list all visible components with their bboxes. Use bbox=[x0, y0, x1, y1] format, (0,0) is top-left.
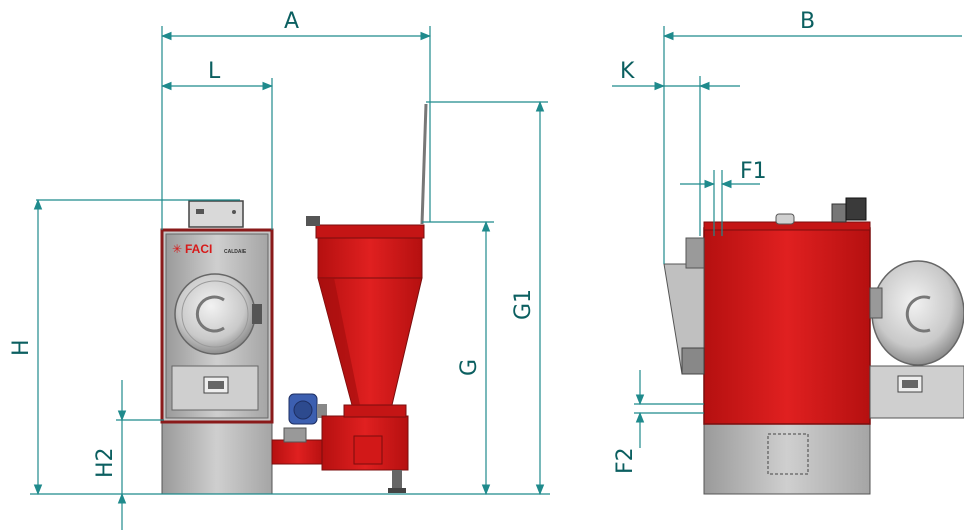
label-a: A bbox=[284, 9, 299, 34]
label-h: H bbox=[9, 339, 34, 356]
logo-text: FACI bbox=[185, 242, 212, 256]
feed-pipe bbox=[271, 439, 325, 465]
fuel-hopper bbox=[306, 103, 428, 406]
label-f2: F2 bbox=[613, 447, 638, 474]
label-b: B bbox=[800, 9, 815, 34]
label-l: L bbox=[208, 59, 221, 84]
label-g: G bbox=[457, 359, 482, 376]
brand-logo: ✳ FACI CALDAIE bbox=[172, 242, 247, 256]
dimension-lines bbox=[30, 26, 962, 530]
logo-star-icon: ✳ bbox=[172, 242, 182, 256]
side-view bbox=[663, 197, 964, 495]
label-h2: H2 bbox=[93, 447, 118, 478]
label-k: K bbox=[620, 59, 635, 84]
front-view: ✳ FACI CALDAIE bbox=[160, 103, 428, 495]
feed-motor bbox=[283, 393, 327, 443]
front-door bbox=[174, 273, 256, 355]
side-door bbox=[871, 260, 964, 366]
side-body bbox=[703, 227, 871, 425]
logo-subtext: CALDAIE bbox=[224, 249, 247, 255]
label-g1: G1 bbox=[511, 289, 536, 320]
side-base bbox=[703, 421, 871, 495]
front-base bbox=[161, 419, 273, 495]
label-f1: F1 bbox=[740, 159, 767, 184]
